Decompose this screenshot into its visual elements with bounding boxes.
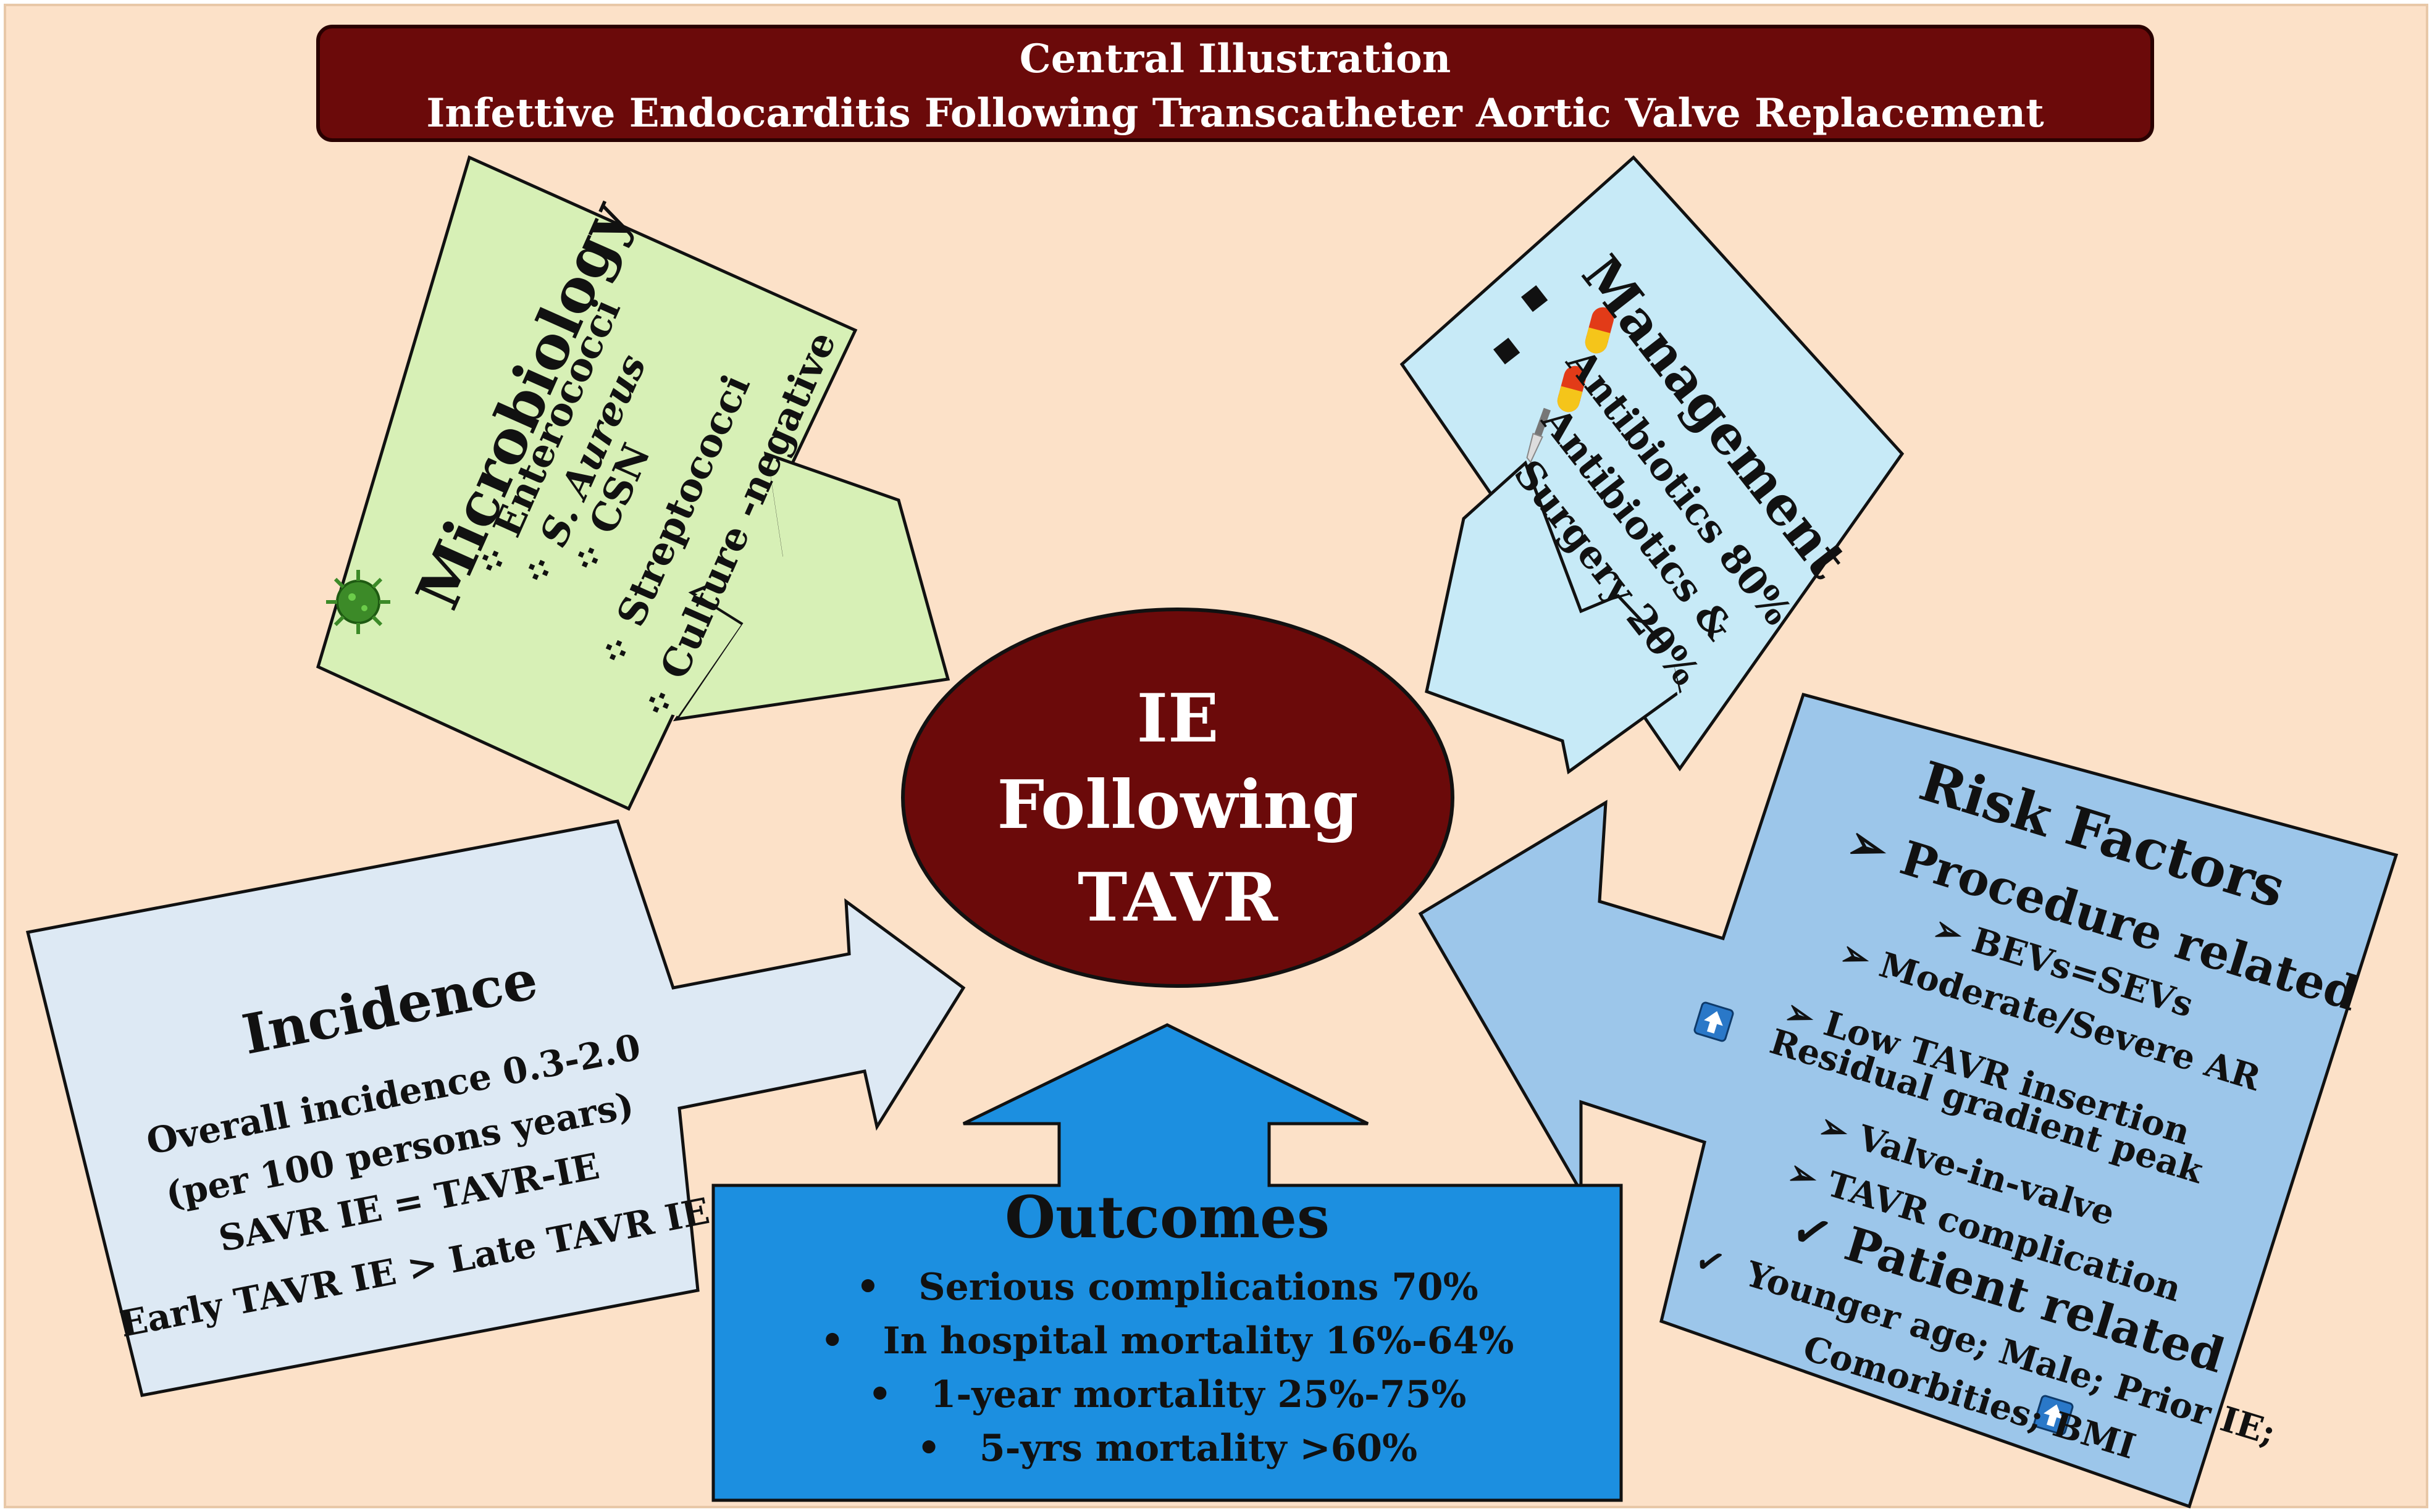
incidence-shape xyxy=(25,819,966,1397)
outcomes-heading: Outcomes xyxy=(1005,1184,1330,1251)
outcomes-item-label: 1-year mortality 25%-75% xyxy=(930,1373,1467,1416)
outcomes-item-1: • Serious complications 70% xyxy=(713,1269,1621,1306)
bullet-dot: • xyxy=(820,1319,883,1363)
center-line-3: TAVR xyxy=(1078,859,1278,937)
microbiology-box xyxy=(316,155,858,811)
pill-icon-2 xyxy=(1557,365,1587,412)
outcomes-item-4: • 5-yrs mortality >60% xyxy=(713,1430,1621,1467)
center-ellipse xyxy=(901,608,1454,988)
center-line-1: IE xyxy=(1136,680,1219,758)
scalpel-icon xyxy=(1526,407,1551,464)
center-line-2: Following xyxy=(997,766,1359,844)
pill-icon xyxy=(1585,307,1614,354)
arrow-up-icon-2 xyxy=(2033,1395,2074,1435)
outcomes-item-2: • In hospital mortality 16%-64% xyxy=(713,1322,1621,1360)
outcomes-shape xyxy=(711,1023,1623,1502)
title-line-2: Infettive Endocarditis Following Transca… xyxy=(426,90,2044,136)
management-arrow-patch xyxy=(1581,556,1689,741)
microbiology-arrow-patch xyxy=(655,454,783,716)
title-bar: Central Illustration Infettive Endocardi… xyxy=(316,25,2154,142)
virus-icon xyxy=(326,570,390,634)
outcomes-item-label: Serious complications 70% xyxy=(918,1266,1478,1309)
bullet-dot: • xyxy=(868,1373,931,1416)
bullet-dot: • xyxy=(916,1427,979,1470)
bullet-dot: • xyxy=(856,1266,919,1309)
risk-factors-shape xyxy=(1418,692,2399,1509)
management-arrow xyxy=(1425,460,1682,775)
outcomes-item-label: 5-yrs mortality >60% xyxy=(979,1427,1418,1470)
outcomes-item-label: In hospital mortality 16%-64% xyxy=(883,1319,1514,1363)
outcomes-item-3: • 1-year mortality 25%-75% xyxy=(713,1376,1621,1413)
arrow-up-icon xyxy=(1693,1001,1734,1042)
title-line-1: Central Illustration xyxy=(1019,36,1451,82)
